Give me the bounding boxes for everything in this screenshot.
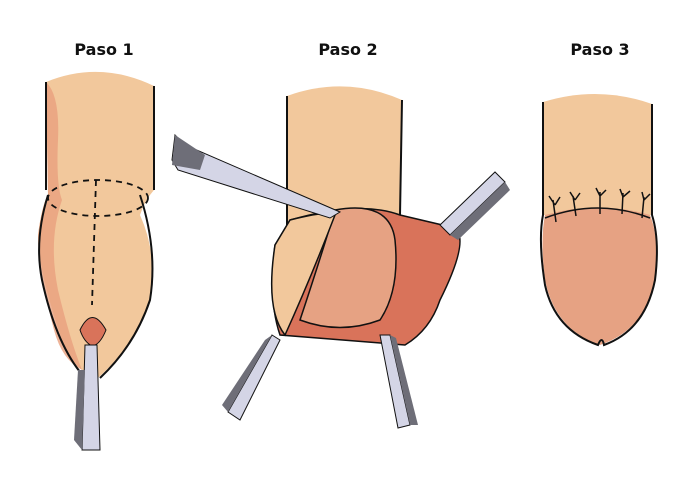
step-3-title: Paso 3 [570,40,630,59]
step-2-illustration [171,86,510,429]
forceps-icon [81,344,101,451]
suture-marks [548,187,651,223]
forceps-icon [227,334,281,421]
step-2-title: Paso 2 [318,40,378,59]
step-1-illustration [38,71,155,451]
step-1-title: Paso 1 [74,40,134,59]
step-3-illustration [539,93,658,347]
